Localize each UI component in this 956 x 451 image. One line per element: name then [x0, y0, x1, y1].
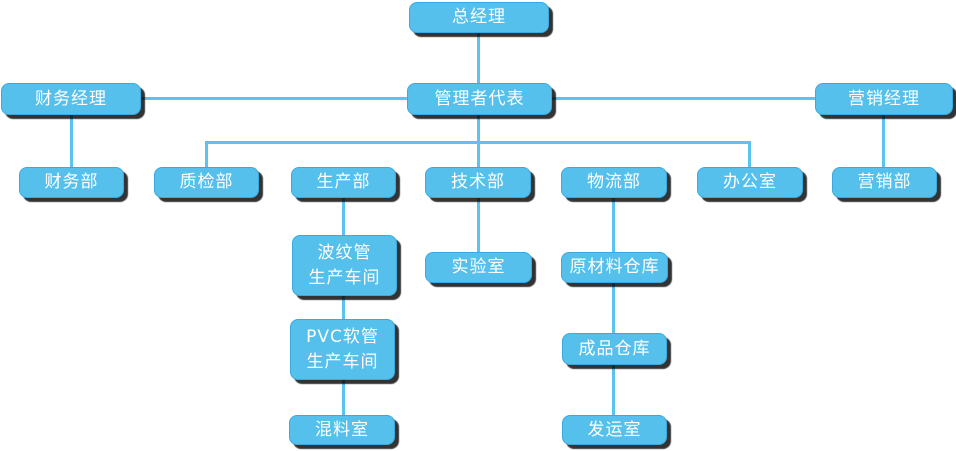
node-label: 营销经理	[848, 88, 920, 109]
connector-bar-to-quality	[205, 143, 208, 167]
node-label: 总经理	[452, 7, 506, 28]
connector-corrugated-to-pvc	[342, 296, 345, 319]
node-corrugated-pipe-workshop: 波纹管 生产车间	[292, 235, 397, 296]
node-label: 管理者代表	[434, 88, 525, 109]
node-technology-dept: 技术部	[425, 167, 531, 198]
connector-gm-to-rep	[477, 33, 480, 83]
node-mixing-room: 混料室	[289, 415, 395, 445]
node-raw-material-warehouse: 原材料仓库	[561, 252, 668, 283]
node-label: 财务部	[44, 172, 99, 193]
node-label: 混料室	[315, 419, 369, 440]
connector-bar-to-office	[748, 143, 751, 167]
node-label: 营销部	[857, 172, 912, 193]
node-label: 原材料仓库	[569, 257, 660, 278]
node-pvc-hose-workshop: PVC软管 生产车间	[290, 319, 395, 380]
node-management-representative: 管理者代表	[407, 83, 552, 115]
node-label: 物流部	[587, 172, 641, 193]
connector-distribution-bar	[205, 141, 751, 144]
connector-technology-to-laboratory	[477, 198, 480, 252]
connector-production-to-corrugated	[342, 198, 345, 235]
node-label: 发运室	[587, 419, 642, 440]
node-label-line1: 波纹管	[317, 242, 372, 263]
node-finance-dept: 财务部	[19, 167, 124, 198]
node-label: 实验室	[451, 257, 506, 278]
node-label-line1: PVC软管	[306, 326, 379, 347]
node-marketing-dept: 营销部	[832, 167, 937, 198]
node-production-dept: 生产部	[291, 167, 396, 198]
connector-marketing-mgr-to-marketing-dept	[882, 115, 885, 167]
connector-raw-to-finished	[612, 283, 615, 333]
node-quality-inspection-dept: 质检部	[154, 167, 259, 198]
connector-logistics-to-raw-material	[612, 198, 615, 252]
connector-rep-to-marketing-mgr	[552, 97, 815, 100]
node-label: 生产部	[316, 172, 371, 193]
node-finished-goods-warehouse: 成品仓库	[562, 333, 667, 365]
node-label: 财务经理	[35, 88, 107, 109]
node-label-line2: 生产车间	[308, 267, 381, 288]
node-label: 成品仓库	[578, 338, 651, 359]
connector-finance-mgr-to-rep	[141, 97, 407, 100]
connector-finished-to-shipping	[612, 365, 615, 415]
node-marketing-manager: 营销经理	[815, 83, 953, 115]
node-label: 质检部	[179, 172, 234, 193]
node-label-line2: 生产车间	[306, 351, 379, 372]
node-label: 办公室	[723, 172, 777, 193]
node-label: 技术部	[451, 172, 505, 193]
connector-finance-mgr-to-finance-dept	[70, 115, 73, 167]
node-finance-manager: 财务经理	[1, 83, 141, 115]
node-general-manager: 总经理	[409, 2, 549, 33]
node-laboratory: 实验室	[425, 252, 532, 283]
node-shipping-room: 发运室	[562, 415, 667, 445]
node-logistics-dept: 物流部	[561, 167, 667, 198]
connector-pvc-to-mixing	[342, 380, 345, 415]
node-office: 办公室	[697, 167, 803, 198]
